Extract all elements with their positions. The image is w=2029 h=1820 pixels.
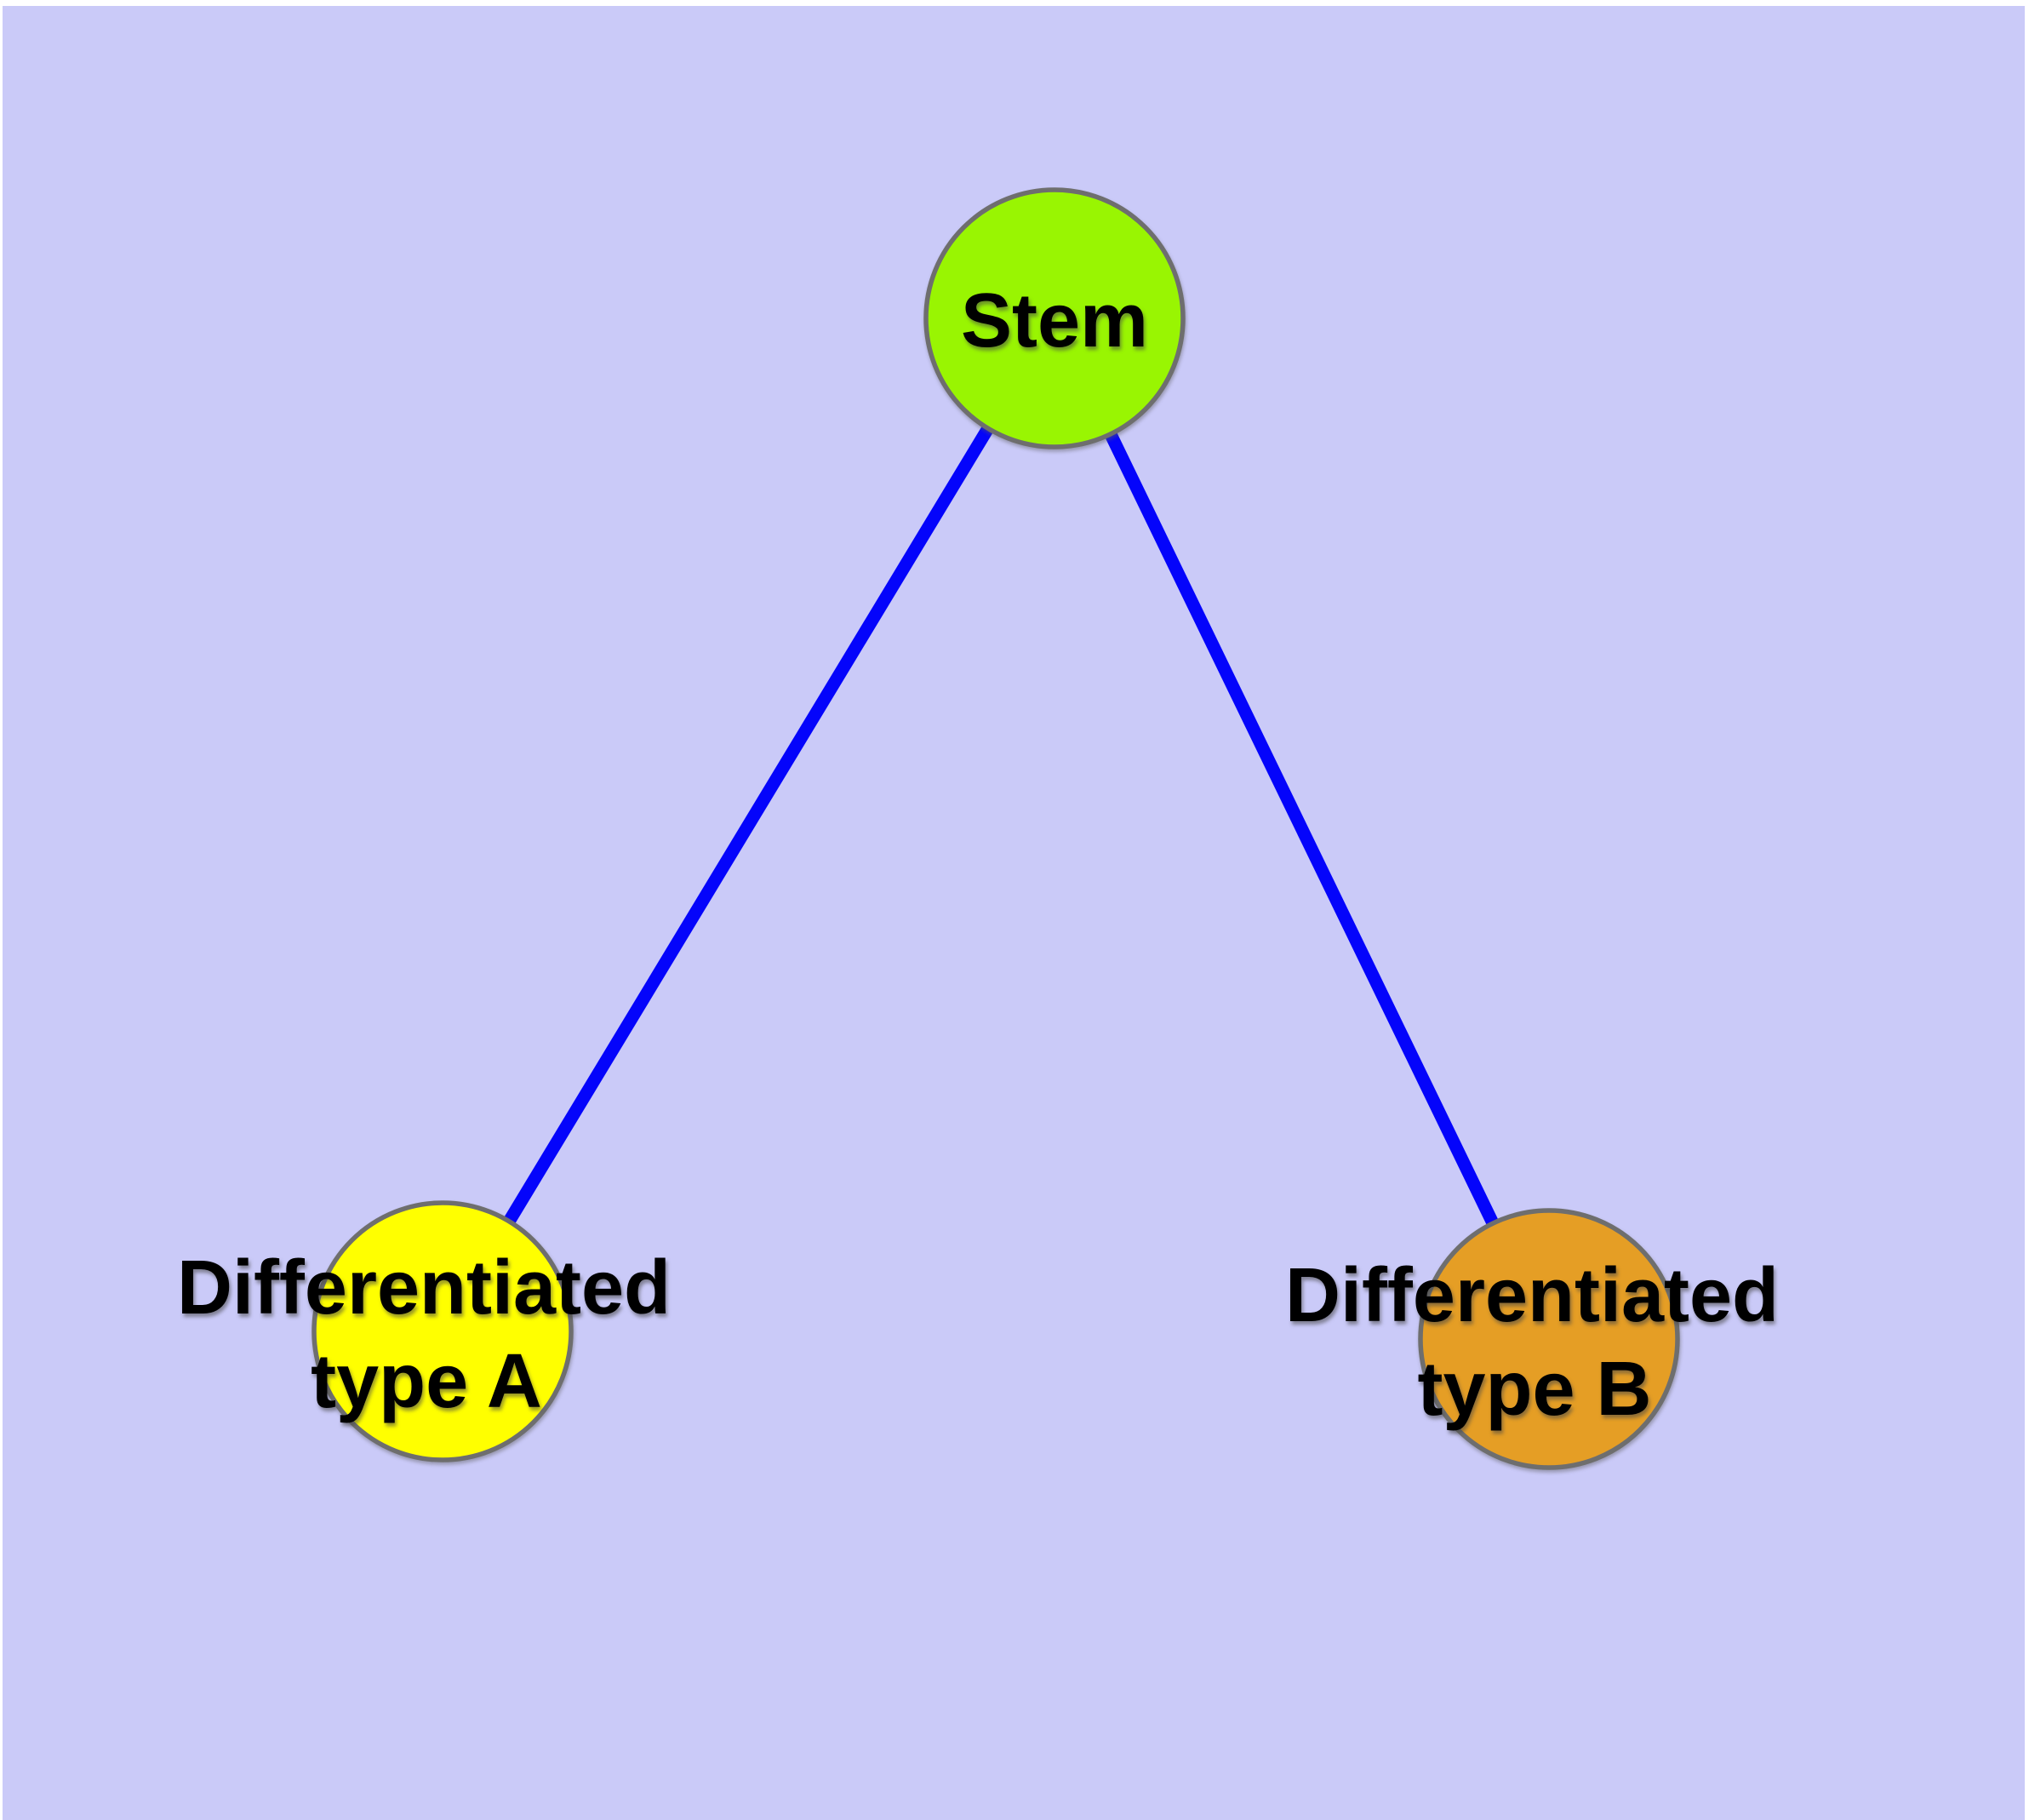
type-b-node-label-line1: Differentiated [1285, 1253, 1779, 1338]
node-layer [311, 187, 1680, 1470]
type-a-node-label-line2: type A [311, 1339, 542, 1424]
stem-node-label: Stem [961, 278, 1148, 363]
edge-stem-to-type-a [437, 315, 1060, 1335]
node-differentiated-type-a [311, 1200, 574, 1462]
node-differentiated-type-b [1418, 1208, 1680, 1470]
node-stem [923, 187, 1186, 449]
edge-layer [437, 315, 1555, 1342]
edge-stem-to-type-b [1049, 315, 1555, 1342]
type-b-node-label-line2: type B [1417, 1347, 1651, 1432]
type-a-node-label-line1: Differentiated [177, 1245, 671, 1331]
label-layer: Stem Differentiated type A Differentiate… [177, 278, 1779, 1432]
